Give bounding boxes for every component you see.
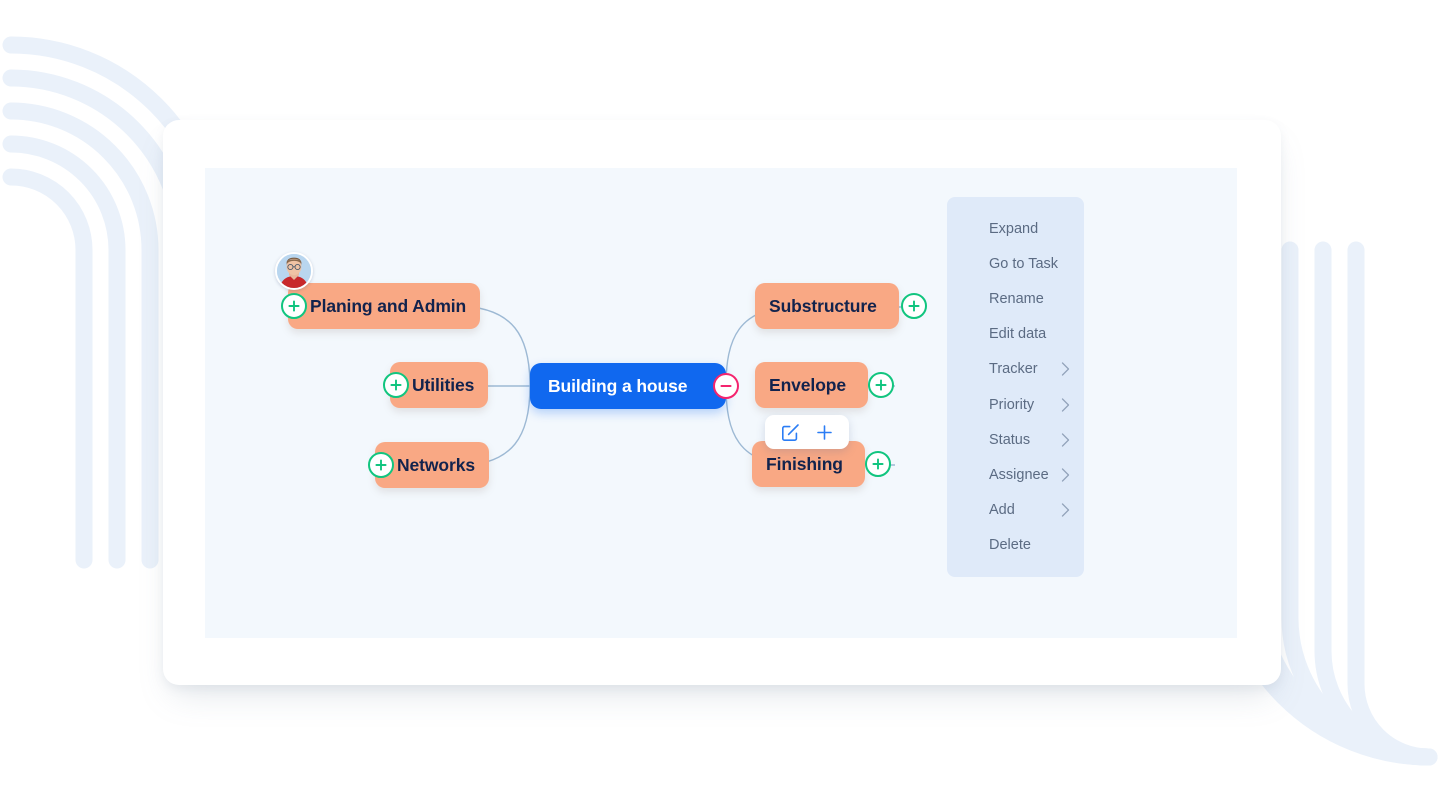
mindmap-node-substructure[interactable]: Substructure (755, 283, 899, 329)
avatar-illustration (277, 254, 311, 288)
menu-item-label: Priority (989, 396, 1035, 413)
node-label: Building a house (548, 375, 688, 396)
plus-circle-icon (872, 458, 884, 470)
chevron-right-icon (1061, 433, 1070, 447)
expand-node-planing-and-admin-button[interactable] (281, 293, 307, 319)
node-action-toolbar[interactable] (765, 415, 849, 449)
context-menu-item-edit-data[interactable]: Edit data (947, 317, 1084, 352)
edit-node-button[interactable] (775, 420, 805, 444)
chevron-right-icon (1061, 468, 1070, 482)
collapse-root-node-button[interactable] (713, 373, 739, 399)
menu-item-label: Edit data (989, 326, 1047, 343)
plus-icon (816, 424, 832, 440)
plus-circle-icon (875, 379, 887, 391)
context-menu-item-go-to-task[interactable]: Go to Task (947, 246, 1084, 281)
expand-node-networks-button[interactable] (368, 452, 394, 478)
plus-circle-icon (375, 459, 387, 471)
edit-square-icon (781, 423, 799, 441)
expand-node-substructure-button[interactable] (901, 293, 927, 319)
context-menu-item-rename[interactable]: Rename (947, 281, 1084, 316)
context-menu-item-priority[interactable]: Priority (947, 387, 1084, 422)
mindmap-node-utilities[interactable]: Utilities (390, 362, 489, 408)
expand-node-finishing-button[interactable] (865, 451, 891, 477)
context-menu-item-delete[interactable]: Delete (947, 528, 1084, 563)
expand-node-envelope-button[interactable] (868, 372, 894, 398)
add-node-button[interactable] (809, 420, 839, 444)
expand-node-utilities-button[interactable] (383, 372, 409, 398)
menu-item-label: Rename (989, 290, 1044, 307)
menu-item-label: Add (989, 502, 1015, 519)
plus-circle-icon (288, 300, 300, 312)
plus-circle-icon (908, 300, 920, 312)
mindmap-node-root-building-a-house[interactable]: Building a house (530, 363, 726, 409)
chevron-right-icon (1061, 362, 1070, 376)
context-menu-item-assignee[interactable]: Assignee (947, 457, 1084, 492)
chevron-right-icon (1061, 397, 1070, 412)
mindmap-node-envelope[interactable]: Envelope (755, 362, 869, 408)
node-label: Finishing (766, 453, 843, 474)
node-label: Networks (397, 454, 475, 475)
menu-item-label: Go to Task (989, 255, 1059, 272)
node-label: Substructure (769, 295, 877, 316)
minus-circle-icon (720, 385, 732, 387)
context-menu-item-tracker[interactable]: Tracker (947, 352, 1084, 387)
menu-item-label: Expand (989, 220, 1039, 237)
context-menu[interactable]: Expand Go to Task Rename Edit data Track… (947, 197, 1084, 577)
chevron-right-icon (1061, 503, 1070, 517)
mindmap-node-planing-and-admin[interactable]: Planing and Admin (288, 283, 481, 329)
plus-circle-icon (390, 379, 402, 391)
context-menu-item-status[interactable]: Status (947, 422, 1084, 457)
menu-item-label: Delete (989, 537, 1031, 554)
node-label: Planing and Admin (310, 295, 467, 316)
context-menu-item-expand[interactable]: Expand (947, 211, 1084, 246)
context-menu-item-add[interactable]: Add (947, 493, 1084, 528)
menu-item-label: Status (989, 431, 1031, 448)
menu-item-label: Assignee (989, 466, 1049, 483)
avatar (275, 252, 313, 290)
menu-item-label: Tracker (989, 361, 1038, 378)
node-label: Envelope (769, 374, 847, 395)
node-label: Utilities (412, 374, 475, 395)
